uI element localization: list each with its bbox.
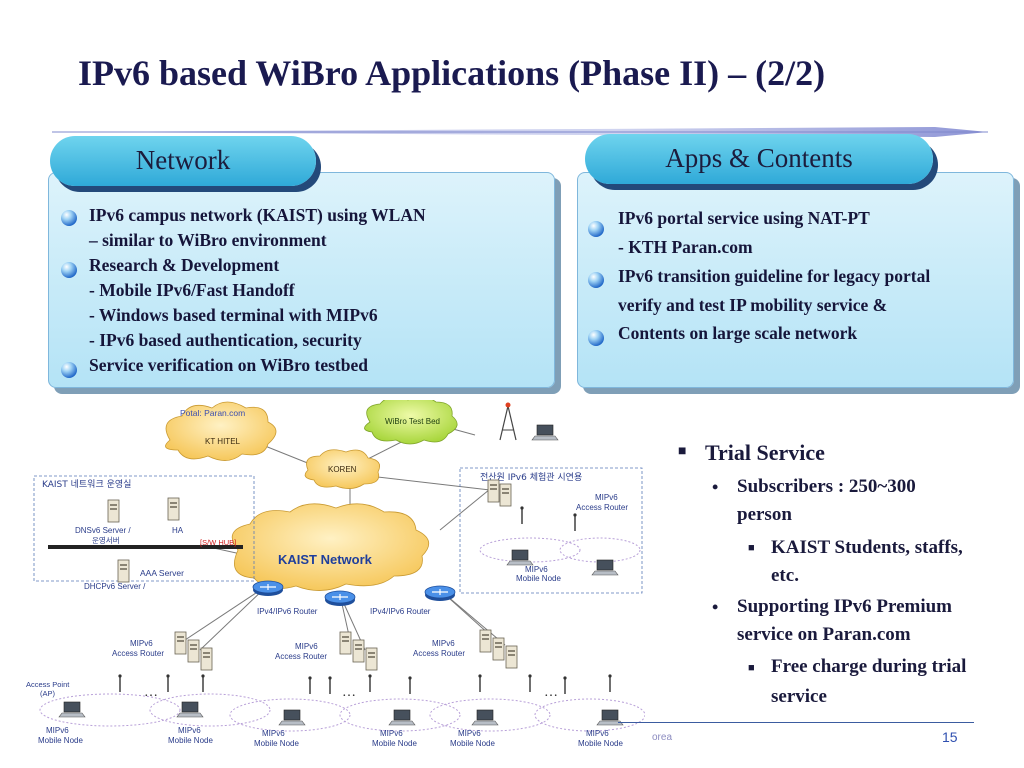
svg-text:MIPv6: MIPv6 — [586, 729, 609, 738]
trial-kaist-students: KAIST Students, staffs, — [771, 537, 963, 558]
apps-line: IPv6 transition guideline for legacy por… — [618, 266, 931, 286]
svg-text:Mobile Node: Mobile Node — [372, 739, 417, 748]
round-bullet-icon: • — [712, 597, 719, 617]
svg-text:Mobile Node: Mobile Node — [578, 739, 623, 748]
trial-free-charge-cont: service — [771, 686, 827, 707]
sw-hub-label: [S/W HUB] — [200, 538, 236, 547]
network-line: - IPv6 based authentication, security — [89, 330, 362, 350]
apps-line: - KTH Paran.com — [618, 237, 753, 257]
page-number: 15 — [942, 729, 958, 745]
trial-premium-cont: service on Paran.com — [737, 624, 911, 645]
wibro-tower-icon — [499, 402, 517, 441]
ha-label: HA — [172, 526, 184, 535]
square-bullet-icon: ■ — [678, 444, 687, 459]
dns-server-sub-label: 운영서버 — [92, 535, 120, 545]
footer-divider — [618, 722, 974, 723]
svg-text:MIPv6: MIPv6 — [595, 493, 618, 502]
access-point-sub-label: (AP) — [40, 689, 56, 698]
svg-text:Mobile Node: Mobile Node — [254, 739, 299, 748]
ellipsis-right: … — [544, 685, 558, 700]
kt-hitel-cloud — [165, 401, 277, 461]
dns-server-label: DNSv6 Server / — [75, 526, 131, 535]
network-line: IPv6 campus network (KAIST) using WLAN — [89, 205, 426, 225]
potal-label: Potal: Paran.com — [180, 408, 245, 418]
svg-text:MIPv6: MIPv6 — [458, 729, 481, 738]
square-bullet-icon: ■ — [748, 662, 755, 674]
trial-premium: Supporting IPv6 Premium — [737, 596, 953, 617]
round-bullet-icon: • — [712, 477, 719, 497]
trial-kaist-students-cont: etc. — [771, 565, 799, 586]
svg-text:Mobile Node: Mobile Node — [516, 574, 561, 583]
svg-text:MIPv6: MIPv6 — [380, 729, 403, 738]
access-point-label: Access Point — [26, 680, 70, 689]
square-bullet-icon: ■ — [748, 542, 755, 554]
svg-text:Access Router: Access Router — [275, 652, 327, 661]
router-icon — [424, 585, 456, 602]
slide-title: IPv6 based WiBro Applications (Phase II)… — [78, 53, 826, 93]
kt-hitel-label: KT HITEL — [205, 437, 241, 446]
network-tab: Network — [50, 136, 316, 186]
network-line: – similar to WiBro environment — [89, 230, 327, 250]
svg-text:Access Router: Access Router — [413, 649, 465, 658]
trial-subscribers: Subscribers : 250~300 — [737, 476, 916, 497]
koren-cloud — [304, 449, 381, 489]
koren-label: KOREN — [328, 465, 357, 474]
svg-text:MIPv6: MIPv6 — [178, 726, 201, 735]
bullet-icon — [588, 221, 604, 237]
trial-subscribers-cont: person — [737, 504, 792, 525]
svg-text:MIPv6: MIPv6 — [432, 639, 455, 648]
network-line: Service verification on WiBro testbed — [89, 355, 368, 375]
aaa-server-label: AAA Server — [140, 568, 184, 578]
exhibit-hall-label: 전산원 IPv6 체험관 시연용 — [480, 472, 582, 483]
svg-text:MIPv6: MIPv6 — [130, 639, 153, 648]
svg-text:Access Router: Access Router — [112, 649, 164, 658]
svg-text:Access Router: Access Router — [576, 503, 628, 512]
svg-text:MIPv6: MIPv6 — [46, 726, 69, 735]
svg-text:MIPv6: MIPv6 — [525, 565, 548, 574]
svg-text:Mobile Node: Mobile Node — [168, 736, 213, 745]
wibro-cloud — [364, 400, 458, 445]
svg-text:Mobile Node: Mobile Node — [450, 739, 495, 748]
network-line: - Mobile IPv6/Fast Handoff — [89, 280, 295, 300]
ellipsis-mid: … — [342, 685, 356, 700]
router-icon — [324, 590, 356, 607]
trial-heading: Trial Service — [705, 440, 825, 465]
svg-text:MIPv6: MIPv6 — [295, 642, 318, 651]
network-line: - Windows based terminal with MIPv6 — [89, 305, 378, 325]
apps-tab: Apps & Contents — [585, 134, 933, 184]
bullet-icon — [61, 262, 77, 278]
apps-line: IPv6 portal service using NAT-PT — [618, 208, 870, 228]
kaist-ops-label: KAIST 네트워크 운영실 — [42, 479, 131, 490]
svg-text:MIPv6: MIPv6 — [262, 729, 285, 738]
router-left-label: IPv4/IPv6 Router — [257, 607, 318, 616]
wibro-testbed-label: WiBro Test Bed — [385, 417, 440, 426]
bullet-icon — [61, 362, 77, 378]
footer-text: orea — [652, 732, 673, 743]
svg-text:Mobile Node: Mobile Node — [38, 736, 83, 745]
kaist-network-cloud — [231, 503, 430, 591]
network-panel — [48, 172, 555, 388]
network-diagram: Potal: Paran.com KT HITEL WiBro Test Bed… — [20, 400, 645, 752]
dhcp-server-label: DHCPv6 Server / — [84, 582, 146, 591]
title-divider — [52, 127, 988, 137]
apps-line: Contents on large scale network — [618, 323, 858, 343]
network-line: Research & Development — [89, 255, 280, 275]
trial-free-charge: Free charge during trial — [771, 656, 967, 677]
bullet-icon — [61, 210, 77, 226]
apps-line: verify and test IP mobility service & — [618, 295, 888, 315]
router-icon — [252, 580, 284, 597]
router-right-label: IPv4/IPv6 Router — [370, 607, 431, 616]
bullet-icon — [588, 272, 604, 288]
bullet-icon — [588, 330, 604, 346]
kaist-network-label: KAIST Network — [278, 552, 373, 567]
